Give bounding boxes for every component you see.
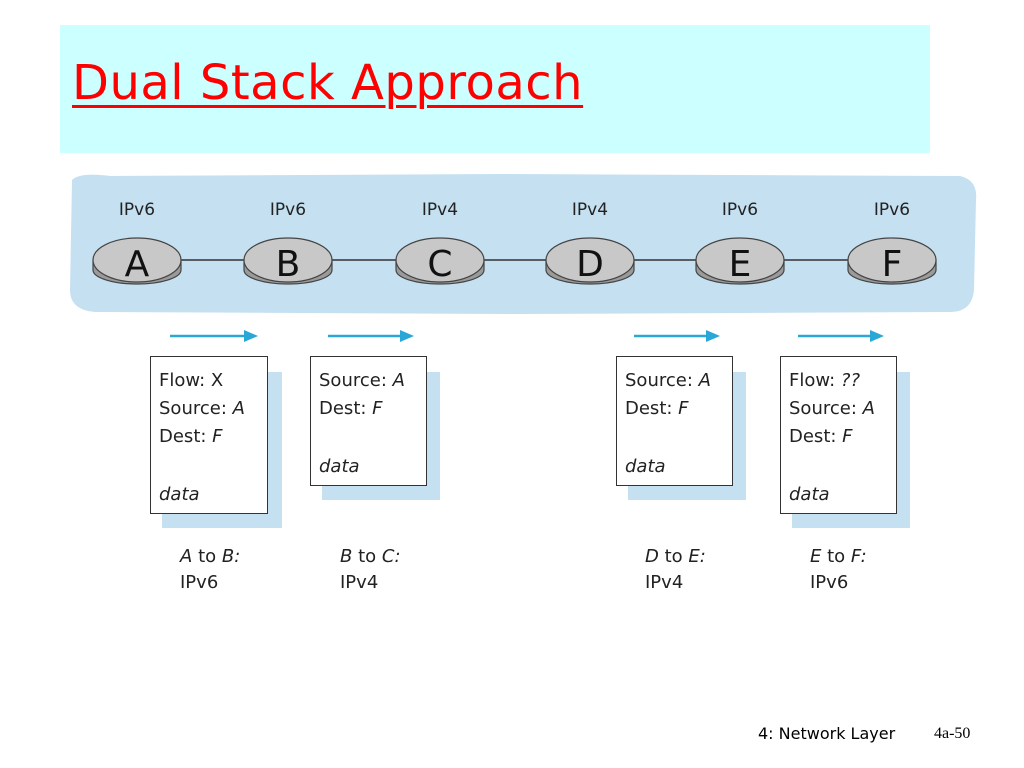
- dest-label: Dest:: [789, 426, 837, 447]
- slide-title: Dual Stack Approach: [72, 55, 584, 111]
- caption-b-to-c: B to C: IPv4: [340, 544, 401, 596]
- packet-3-data: data: [625, 456, 666, 477]
- arrow-e-to-f: [798, 330, 884, 342]
- caption-to-word: to: [664, 546, 683, 567]
- caption-protocol: IPv6: [180, 572, 219, 593]
- caption-from: A: [180, 546, 193, 567]
- router-node-c: IPv4 C: [395, 200, 485, 285]
- packet-4-dest: Dest: F: [789, 423, 896, 451]
- node-f-protocol: IPv6: [874, 200, 910, 220]
- caption-to-word: to: [198, 546, 217, 567]
- source-label: Source:: [159, 398, 227, 419]
- router-node-b: IPv6 B: [243, 200, 333, 285]
- arrow-b-to-c: [328, 330, 414, 342]
- packet-1-dest: Dest: F: [159, 423, 267, 451]
- packet-b-to-c: Source: A Dest: F data: [310, 356, 427, 486]
- packet-1-flow: Flow: X: [159, 367, 267, 395]
- packet-2-data: data: [319, 456, 360, 477]
- node-b-protocol: IPv6: [270, 200, 306, 220]
- source-value: A: [698, 370, 711, 391]
- dest-label: Dest:: [625, 398, 673, 419]
- arrow-a-to-b: [170, 330, 258, 342]
- dest-value: F: [678, 398, 689, 419]
- caption-to: C:: [381, 546, 401, 567]
- packet-3-dest: Dest: F: [625, 395, 732, 423]
- source-label: Source:: [319, 370, 387, 391]
- node-a-label: A: [125, 244, 150, 285]
- packet-4-flow: Flow: ??: [789, 367, 896, 395]
- title-banner: Dual Stack Approach: [60, 25, 930, 153]
- footer-page-number: 4a-50: [934, 725, 971, 742]
- caption-to: E:: [688, 546, 706, 567]
- node-a-protocol: IPv6: [119, 200, 155, 220]
- source-value: A: [392, 370, 405, 391]
- flow-label: Flow:: [159, 370, 206, 391]
- caption-protocol: IPv4: [645, 572, 684, 593]
- packet-1-data: data: [159, 484, 200, 505]
- packet-2-source: Source: A: [319, 367, 426, 395]
- caption-from: B: [340, 546, 353, 567]
- packet-a-to-b: Flow: X Source: A Dest: F data: [150, 356, 268, 514]
- node-b-label: B: [276, 244, 301, 285]
- caption-protocol: IPv4: [340, 572, 379, 593]
- caption-to-word: to: [827, 546, 846, 567]
- caption-d-to-e: D to E: IPv4: [645, 544, 706, 596]
- flow-label: Flow:: [789, 370, 836, 391]
- packet-4-source: Source: A: [789, 395, 896, 423]
- caption-from: D: [645, 546, 659, 567]
- caption-e-to-f: E to F: IPv6: [810, 544, 867, 596]
- caption-from: E: [810, 546, 822, 567]
- flow-value: ??: [840, 370, 861, 391]
- arrow-d-to-e: [634, 330, 720, 342]
- packet-4-data: data: [789, 484, 830, 505]
- dest-value: F: [842, 426, 853, 447]
- node-c-protocol: IPv4: [422, 200, 458, 220]
- caption-to-word: to: [358, 546, 377, 567]
- caption-to: F:: [850, 546, 867, 567]
- node-d-protocol: IPv4: [572, 200, 608, 220]
- source-value: A: [232, 398, 245, 419]
- router-node-a: IPv6 A: [92, 200, 182, 285]
- node-e-protocol: IPv6: [722, 200, 758, 220]
- router-node-e: IPv6 E: [695, 200, 785, 285]
- caption-a-to-b: A to B: IPv6: [180, 544, 240, 596]
- dest-label: Dest:: [159, 426, 207, 447]
- packet-1-source: Source: A: [159, 395, 267, 423]
- node-d-label: D: [576, 244, 604, 285]
- packet-e-to-f: Flow: ?? Source: A Dest: F data: [780, 356, 897, 514]
- node-c-label: C: [427, 244, 452, 285]
- dest-value: F: [212, 426, 223, 447]
- source-label: Source:: [625, 370, 693, 391]
- packet-2-dest: Dest: F: [319, 395, 426, 423]
- packet-3-source: Source: A: [625, 367, 732, 395]
- dest-value: F: [372, 398, 383, 419]
- router-node-d: IPv4 D: [545, 200, 635, 285]
- footer-chapter: 4: Network Layer: [758, 724, 896, 743]
- network-band: [70, 174, 977, 314]
- node-f-label: F: [882, 244, 903, 285]
- source-label: Source:: [789, 398, 857, 419]
- flow-value: X: [210, 370, 224, 391]
- caption-to: B:: [221, 546, 241, 567]
- packet-d-to-e: Source: A Dest: F data: [616, 356, 733, 486]
- router-node-f: IPv6 F: [847, 200, 937, 285]
- dest-label: Dest:: [319, 398, 367, 419]
- caption-protocol: IPv6: [810, 572, 849, 593]
- source-value: A: [862, 398, 875, 419]
- node-e-label: E: [729, 244, 752, 285]
